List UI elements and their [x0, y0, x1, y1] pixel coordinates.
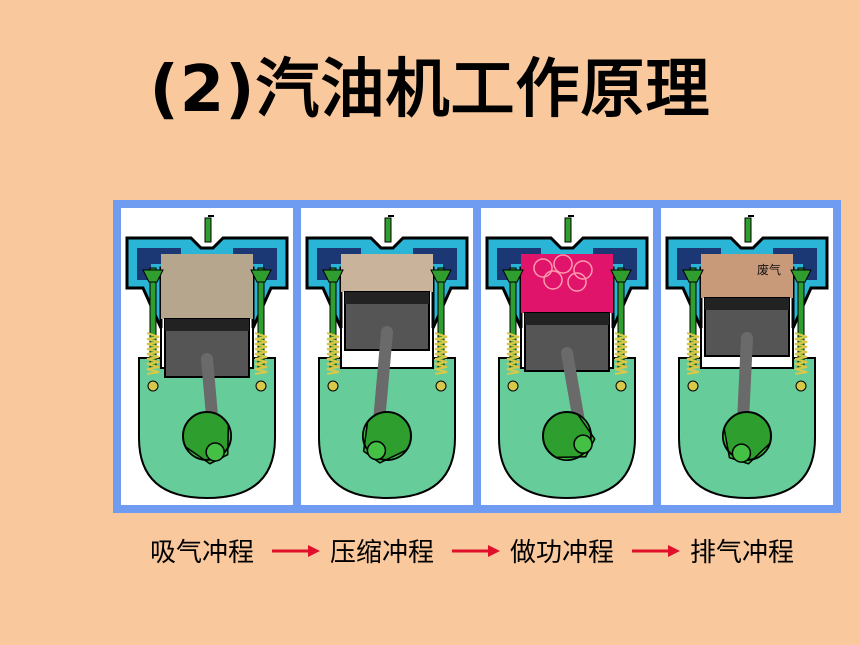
intake-valve-head	[502, 269, 524, 283]
valve-spring	[686, 332, 700, 375]
piston-ring	[165, 319, 249, 331]
intake-valve-head	[142, 269, 164, 283]
valve-tappet	[687, 380, 699, 392]
valve-tappet	[147, 380, 159, 392]
crank-pin	[205, 442, 225, 462]
valve-spring	[506, 332, 520, 375]
arrow-icon	[452, 545, 500, 557]
engine-panel-1	[121, 208, 293, 505]
exhaust-valve-head	[610, 269, 632, 283]
intake-valve-head	[682, 269, 704, 283]
engine-svg: 废气	[121, 208, 833, 505]
flame-puff	[553, 254, 573, 274]
valve-tappet	[435, 380, 447, 392]
valve-spring	[434, 332, 448, 375]
valve-spring	[146, 332, 160, 375]
page-title: (2)汽油机工作原理	[149, 53, 711, 127]
exhaust-valve-head	[790, 269, 812, 283]
valve-tappet	[255, 380, 267, 392]
valve-spring	[326, 332, 340, 375]
flame-puff	[573, 260, 593, 280]
flame-puff	[533, 258, 553, 278]
valve-spring	[614, 332, 628, 375]
valve-tappet	[795, 380, 807, 392]
spark-plug-icon	[564, 217, 572, 243]
piston-ring	[705, 298, 789, 310]
engine-panel-2	[301, 208, 473, 505]
valve-spring	[254, 332, 268, 375]
flame-puff	[543, 270, 563, 290]
engine-panel-4: 废气	[661, 208, 833, 505]
chamber-label: 废气	[757, 262, 781, 277]
crank-pin	[731, 443, 752, 463]
exhaust-valve-head	[430, 269, 452, 283]
combustion-chamber	[701, 254, 793, 298]
engine-stroke-diagram: 废气	[113, 200, 841, 513]
spark-plug-icon	[384, 217, 392, 243]
valve-spring	[794, 332, 808, 375]
combustion-chamber	[521, 254, 613, 313]
spark-plug-icon	[744, 217, 752, 243]
spark-plug-icon	[204, 217, 212, 243]
combustion-chamber	[341, 254, 433, 292]
valve-tappet	[615, 380, 627, 392]
caption-compression: 压缩冲程	[330, 538, 435, 568]
stroke-captions: 吸气冲程 压缩冲程 做功冲程 排气冲程	[0, 532, 860, 572]
caption-intake: 吸气冲程	[150, 538, 255, 568]
engine-panel-3	[481, 208, 653, 505]
intake-valve-head	[322, 269, 344, 283]
valve-tappet	[327, 380, 339, 392]
flame-puff	[567, 272, 587, 292]
arrow-icon	[632, 545, 680, 557]
combustion-chamber	[161, 254, 253, 319]
arrow-icon	[272, 545, 320, 557]
caption-power: 做功冲程	[510, 538, 615, 568]
piston-ring	[345, 292, 429, 304]
crank-pin	[366, 440, 387, 461]
valve-tappet	[507, 380, 519, 392]
exhaust-valve-head	[250, 269, 272, 283]
crank-pin	[573, 434, 593, 454]
caption-exhaust: 排气冲程	[690, 538, 795, 568]
piston-ring	[525, 313, 609, 325]
